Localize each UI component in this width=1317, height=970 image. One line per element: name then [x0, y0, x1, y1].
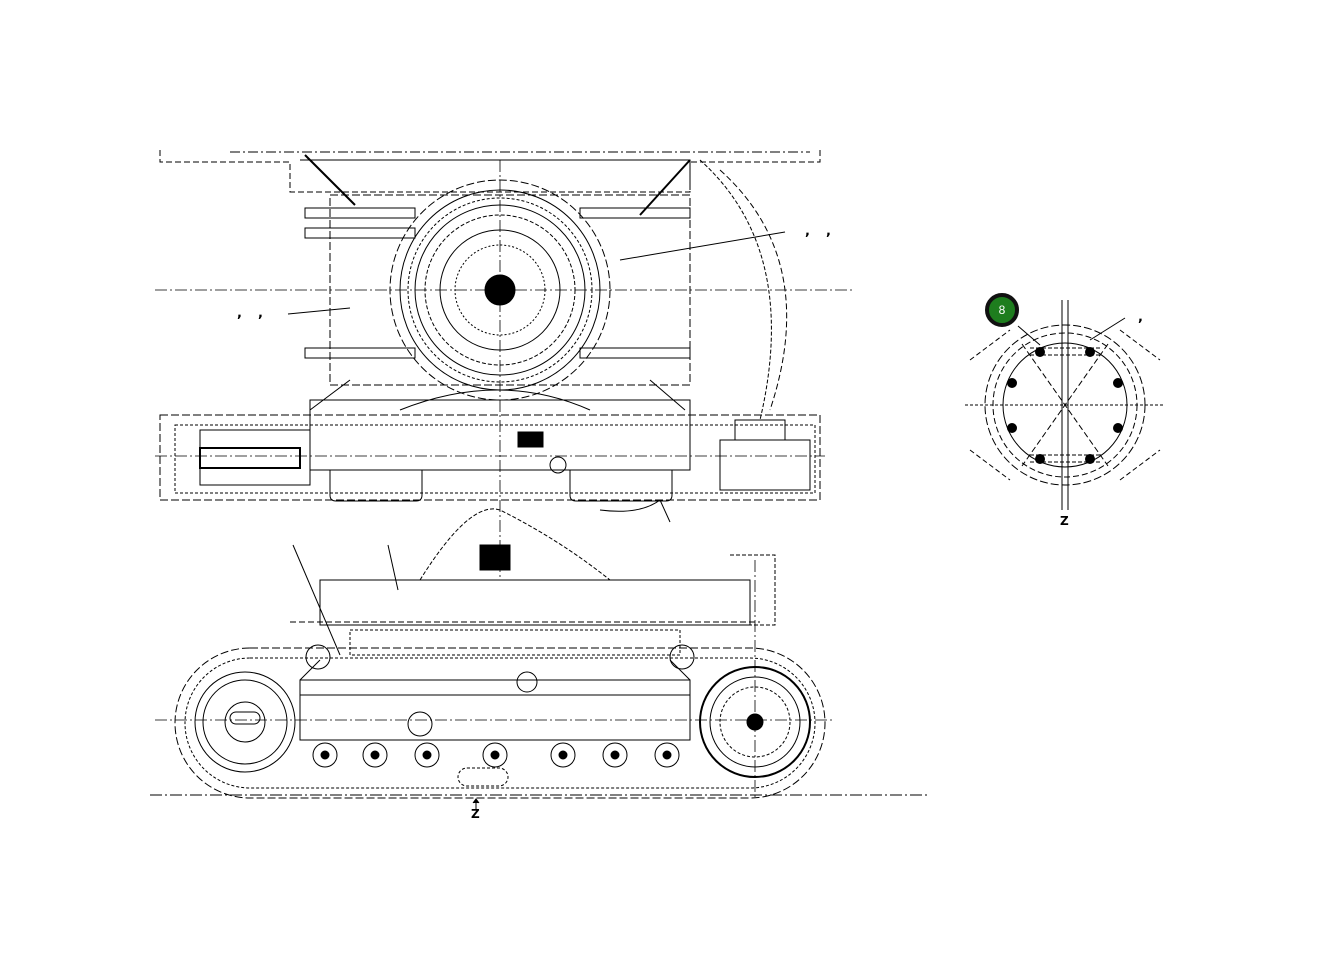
separator-comma: ,	[258, 306, 263, 321]
part-callout-8[interactable]: 8	[985, 293, 1019, 327]
view-z-label-detail: Z	[1060, 514, 1069, 528]
view-z-label-side: Z	[471, 807, 480, 821]
callout-number: 8	[998, 303, 1006, 317]
separator-comma: ,	[826, 224, 831, 239]
separator-comma: ,	[805, 224, 810, 239]
top-view	[155, 150, 855, 580]
detail-view-z	[965, 300, 1165, 510]
side-view	[150, 508, 930, 810]
separator-comma: ,	[1138, 310, 1143, 325]
separator-comma: ,	[237, 306, 242, 321]
